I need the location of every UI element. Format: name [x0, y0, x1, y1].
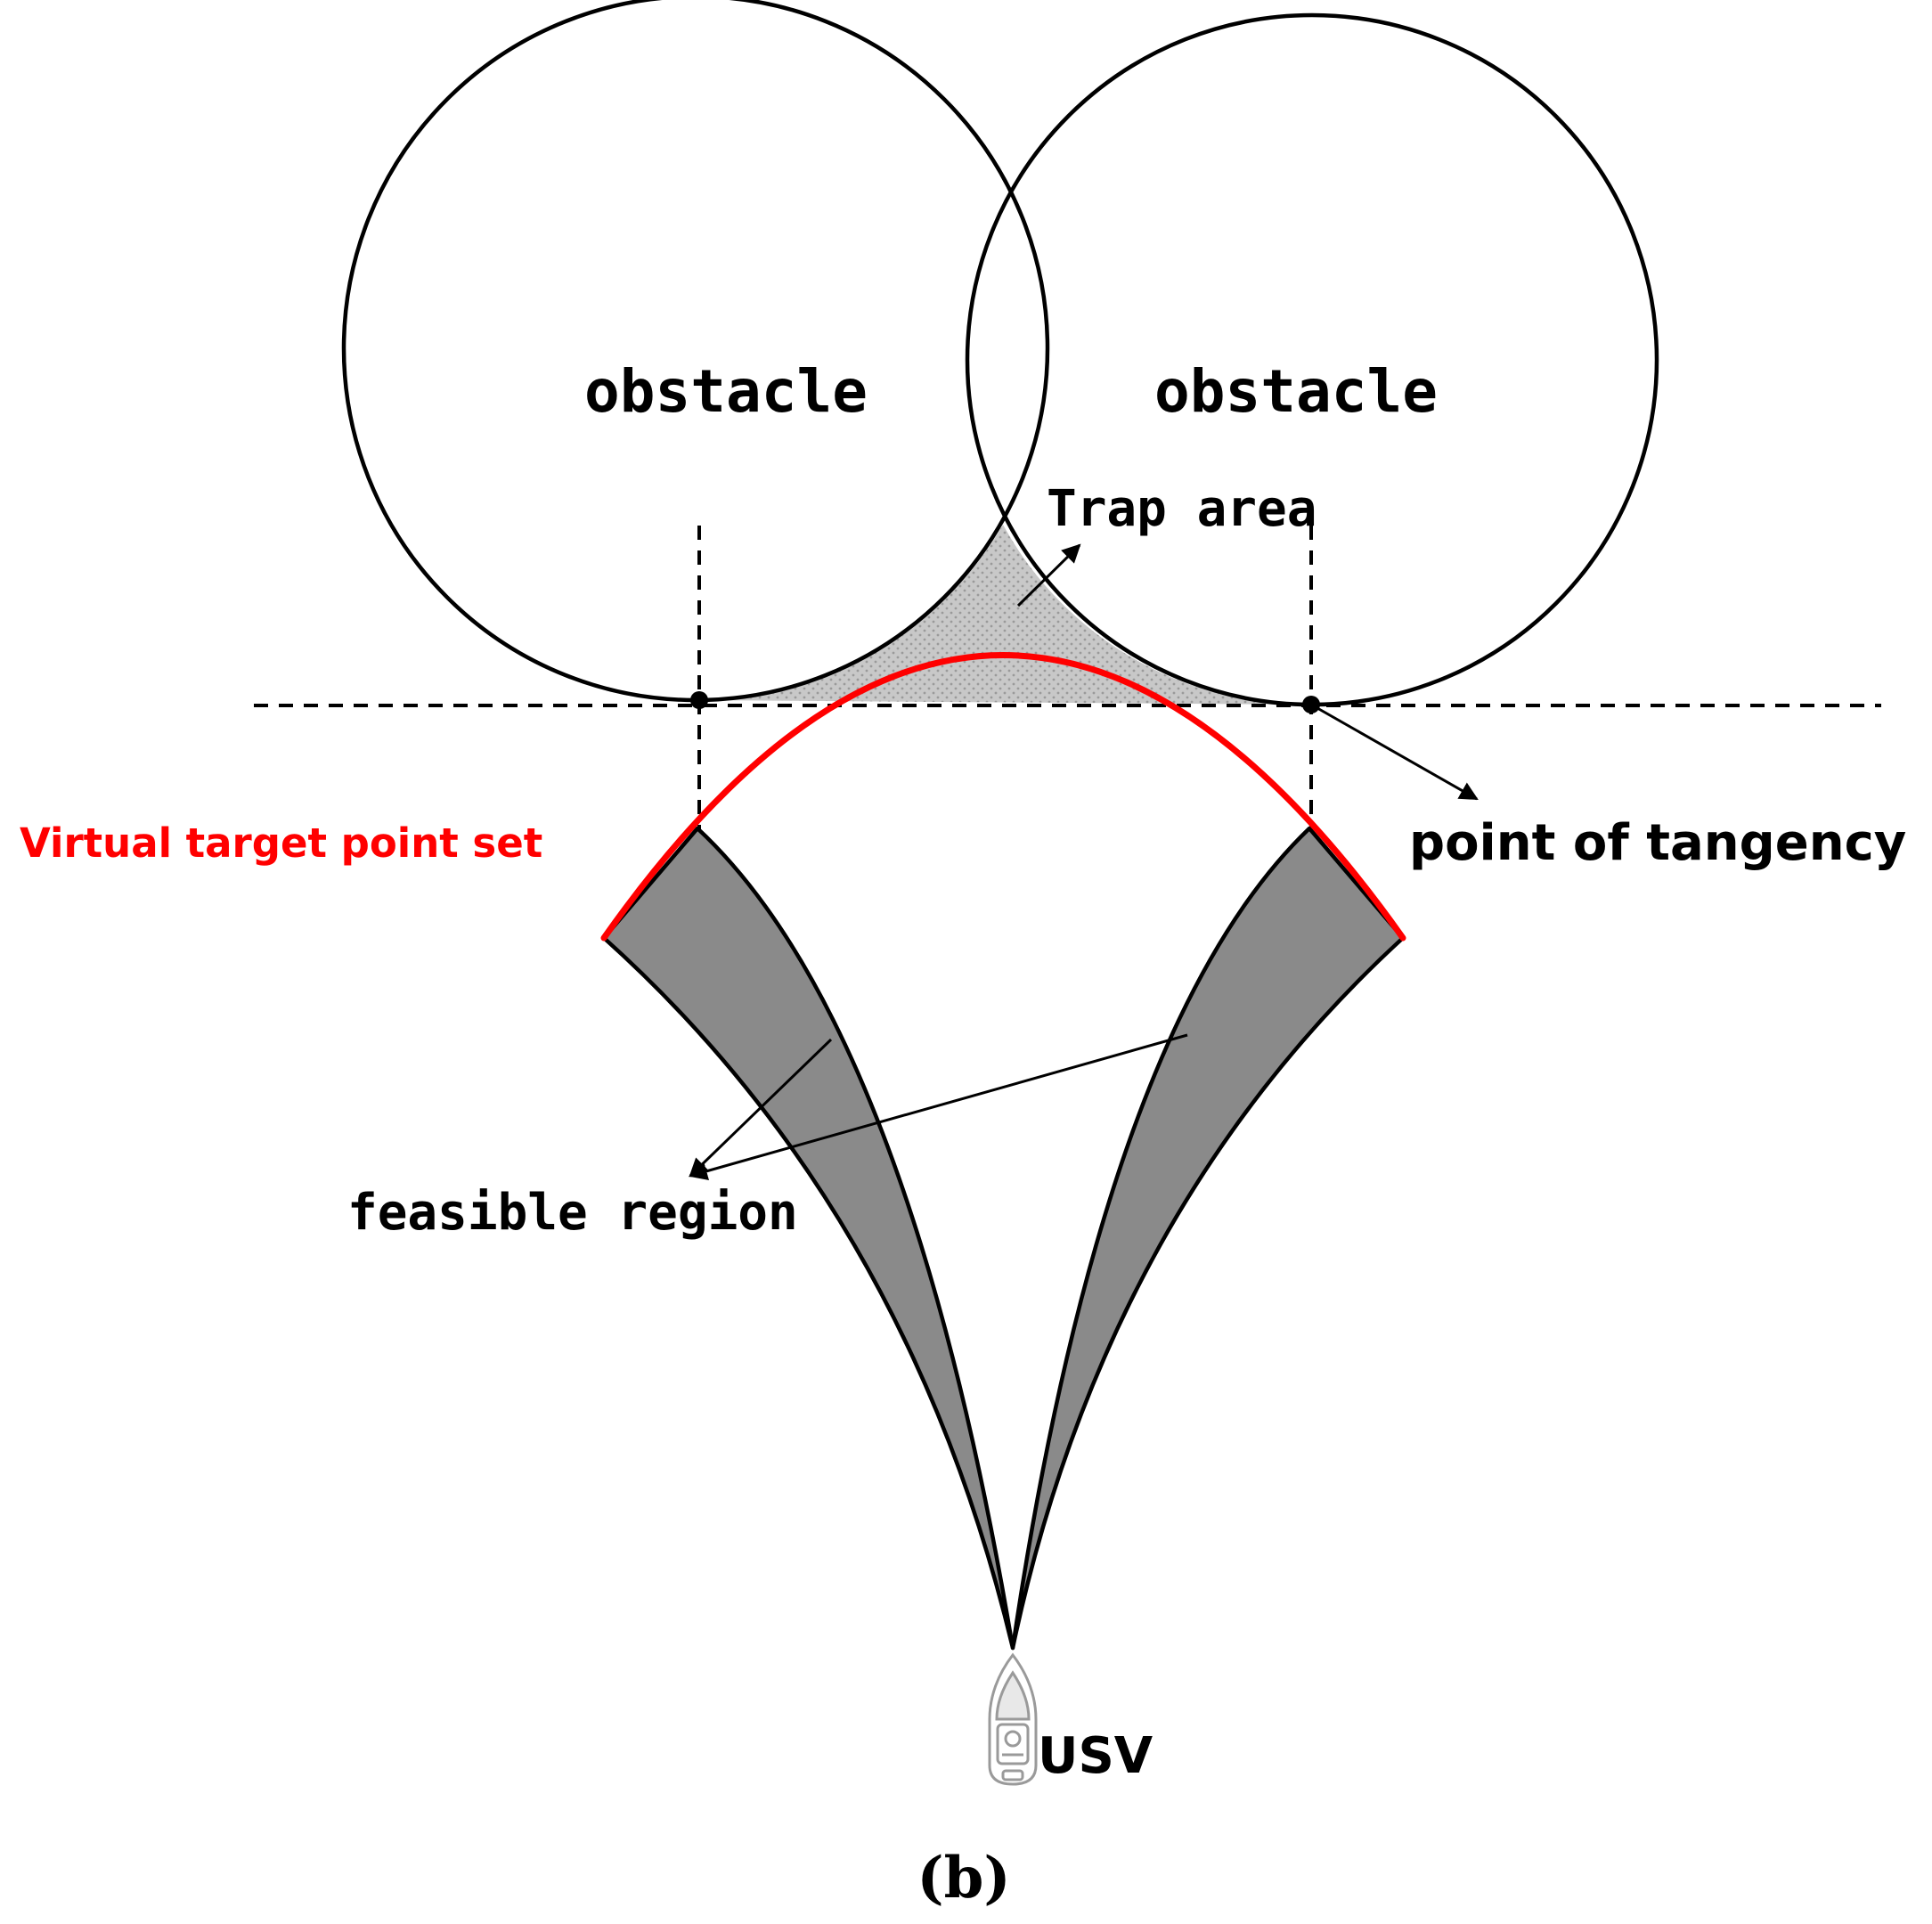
feasible-region-right: [1010, 826, 1406, 1651]
feasible-arrow-left: [689, 1038, 833, 1178]
obstacle-left-circle: [341, 0, 1050, 703]
figure-caption: (b): [917, 1845, 1010, 1912]
trap-area-arrow: [1016, 543, 1081, 607]
obstacle-left-label: obstacle: [584, 357, 868, 426]
trap-area-region: [697, 525, 1308, 705]
trap-area-label: Trap area: [1047, 480, 1317, 538]
feasible-arrow-right: [688, 1033, 1188, 1180]
usv-label: USV: [1038, 1727, 1153, 1785]
point-of-tangency-label: point of tangency: [1409, 814, 1906, 872]
tangency-point-left: [690, 691, 708, 709]
feasible-region-label: feasible region: [347, 1184, 798, 1242]
virtual-target-arc: [600, 652, 1406, 942]
virtual-target-point-set-label: Virtual target point set: [20, 819, 542, 867]
boat-icon: [988, 1652, 1038, 1786]
obstacle-right-label: obstacle: [1154, 357, 1438, 426]
tangency-arrow: [1310, 703, 1479, 801]
